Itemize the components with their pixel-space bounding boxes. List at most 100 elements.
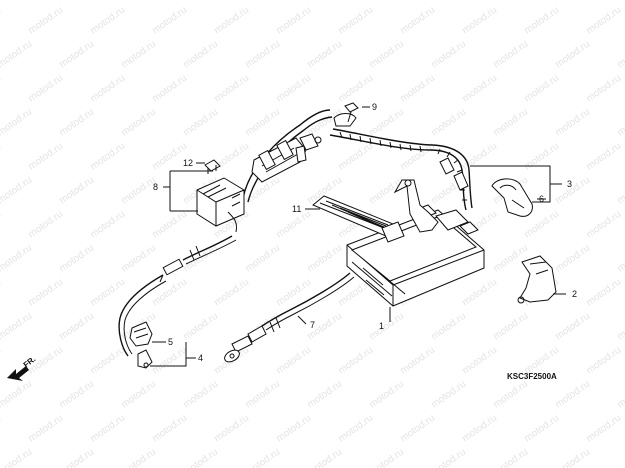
watermark-text: motod.ru: [150, 209, 189, 241]
watermark-text: motod.ru: [57, 0, 96, 2]
fuse-box: [196, 177, 245, 233]
watermark-text: motod.ru: [615, 107, 625, 139]
leader-lines: [150, 106, 566, 367]
watermark-text: motod.ru: [119, 447, 158, 468]
watermark-text: motod.ru: [119, 107, 158, 139]
watermark-text: motod.ru: [615, 175, 625, 207]
watermark-text: motod.ru: [243, 243, 282, 275]
watermark-text: motod.ru: [181, 379, 220, 411]
watermark-text: motod.ru: [522, 5, 561, 37]
watermark-text: motod.ru: [491, 107, 530, 139]
watermark-text: motod.ru: [553, 447, 592, 468]
watermark-text: motod.ru: [429, 379, 468, 411]
watermark-text: motod.ru: [584, 73, 623, 105]
callout-6: 6: [539, 194, 544, 204]
watermark-text: motod.ru: [460, 413, 499, 445]
watermark-text: motod.ru: [26, 209, 65, 241]
watermark-text: motod.ru: [57, 379, 96, 411]
bolt: [344, 102, 359, 123]
watermark-text: motod.ru: [584, 413, 623, 445]
watermark-text: motod.ru: [274, 73, 313, 105]
watermark-text: motod.ru: [398, 73, 437, 105]
watermark-text: motod.ru: [367, 379, 406, 411]
watermark-text: motod.ru: [181, 447, 220, 468]
callout-2: 2: [572, 289, 577, 299]
watermark-text: motod.ru: [212, 413, 251, 445]
watermark-text: motod.ru: [398, 413, 437, 445]
watermark-text: motod.ru: [615, 243, 625, 275]
watermark-text: motod.ru: [119, 243, 158, 275]
watermark-text: motod.ru: [26, 5, 65, 37]
watermark-text: motod.ru: [243, 0, 282, 2]
watermark-text: motod.ru: [88, 73, 127, 105]
watermark-text: motod.ru: [26, 413, 65, 445]
watermark-text: motod.ru: [274, 5, 313, 37]
watermark-text: motod.ru: [181, 107, 220, 139]
watermark-text: motod.ru: [150, 413, 189, 445]
watermark-text: motod.ru: [336, 141, 375, 173]
callout-3: 3: [567, 179, 572, 189]
watermark-text: motod.ru: [584, 209, 623, 241]
watermark-text: motod.ru: [615, 39, 625, 71]
battery-box-bracket: [393, 179, 469, 233]
watermark-text: motod.ru: [88, 209, 127, 241]
watermark-text: motod.ru: [584, 5, 623, 37]
watermark-text: motod.ru: [88, 277, 127, 309]
watermark-text: motod.ru: [119, 0, 158, 2]
watermark-text: motod.ru: [57, 175, 96, 207]
watermark-text: motod.ru: [460, 5, 499, 37]
watermark-text: motod.ru: [243, 379, 282, 411]
watermark-text: motod.ru: [336, 5, 375, 37]
watermark-text: motod.ru: [429, 0, 468, 2]
watermark-text: motod.ru: [522, 413, 561, 445]
callout-7: 7: [310, 320, 315, 330]
watermark-text: motod.ru: [0, 413, 3, 445]
watermark-text: motod.ru: [491, 0, 530, 2]
watermark-text: motod.ru: [584, 345, 623, 377]
watermark-text: motod.ru: [0, 107, 34, 139]
callout-8: 8: [153, 182, 158, 192]
diagram-code: KSC3F2500A: [507, 372, 557, 381]
watermark-text: motod.ru: [553, 0, 592, 2]
callout-5: 5: [168, 337, 173, 347]
watermark-text: motod.ru: [274, 413, 313, 445]
watermark-text: motod.ru: [584, 277, 623, 309]
watermark-text: motod.ru: [150, 73, 189, 105]
watermark-text: motod.ru: [119, 39, 158, 71]
watermark-text: motod.ru: [367, 175, 406, 207]
watermark-text: motod.ru: [57, 243, 96, 275]
watermark-text: motod.ru: [88, 413, 127, 445]
watermark-text: motod.ru: [553, 175, 592, 207]
watermark-text: motod.ru: [212, 141, 251, 173]
watermark-text: motod.ru: [460, 277, 499, 309]
watermark-text: motod.ru: [243, 447, 282, 468]
watermark-text: motod.ru: [212, 5, 251, 37]
watermark-text: motod.ru: [522, 141, 561, 173]
watermark-text: motod.ru: [429, 447, 468, 468]
watermark-text: motod.ru: [57, 39, 96, 71]
callout-11: 11: [292, 204, 301, 214]
watermark-text: motod.ru: [181, 0, 220, 2]
terminal-cover-negative: [517, 255, 557, 304]
watermark-text: motod.ru: [181, 311, 220, 343]
watermark-text: motod.ru: [336, 413, 375, 445]
watermark-text: motod.ru: [336, 345, 375, 377]
callout-4: 4: [198, 353, 203, 363]
watermark-text: motod.ru: [584, 141, 623, 173]
watermark-text: motod.ru: [367, 311, 406, 343]
callout-12: 12: [183, 158, 193, 168]
relay-harness: [242, 109, 357, 203]
watermark-text: motod.ru: [615, 447, 625, 468]
watermark-text: motod.ru: [553, 107, 592, 139]
watermark-text: motod.ru: [243, 39, 282, 71]
watermark-text: motod.ru: [305, 39, 344, 71]
watermark-text: motod.ru: [119, 379, 158, 411]
watermark-text: motod.ru: [88, 5, 127, 37]
negative-cable: [118, 235, 355, 363]
watermark-text: motod.ru: [212, 277, 251, 309]
watermark-text: motod.ru: [88, 141, 127, 173]
watermark-text: motod.ru: [615, 379, 625, 411]
watermark-text: motod.ru: [367, 0, 406, 2]
watermark-text: motod.ru: [429, 107, 468, 139]
